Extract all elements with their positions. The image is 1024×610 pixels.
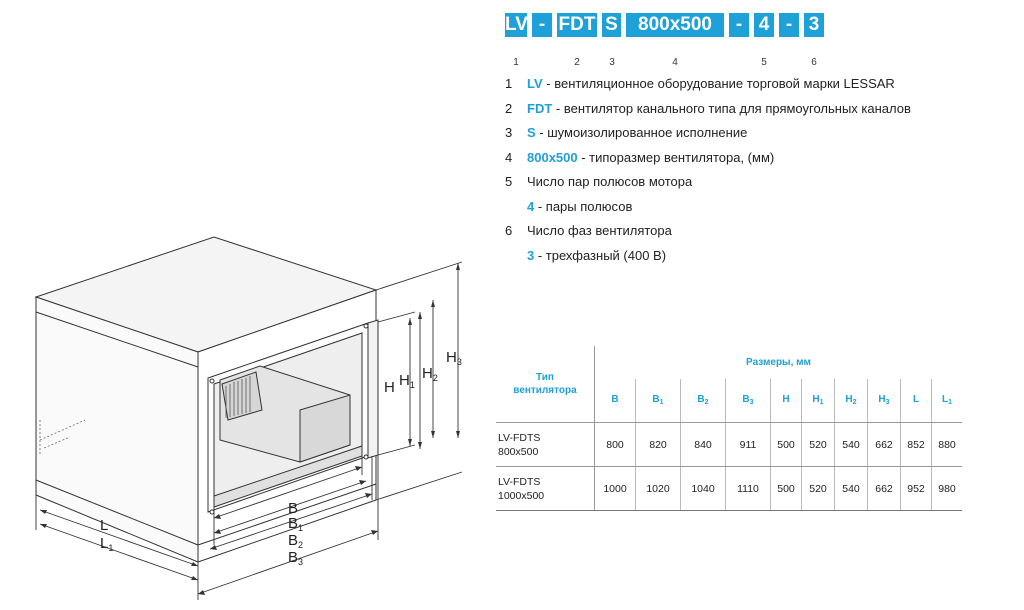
cell: 820	[635, 422, 681, 467]
dim-label-B1: B1	[288, 515, 303, 533]
cell: 662	[867, 466, 901, 511]
cell: 1000	[594, 466, 636, 511]
code-part-size: 800x500	[626, 13, 724, 37]
code-index: 3	[609, 57, 615, 68]
cell: 952	[900, 466, 932, 511]
code-part-fdt: FDT	[557, 13, 597, 37]
code-part-poles: 4	[754, 13, 774, 37]
cell: 1020	[635, 466, 681, 511]
cell: 540	[834, 422, 868, 467]
col-header-H1: H1	[801, 378, 835, 423]
cell: 852	[900, 422, 932, 467]
code-index: 5	[761, 57, 767, 68]
cell: 880	[931, 422, 962, 467]
legend-item: 4 - пары полюсов	[527, 198, 633, 214]
col-header-B1: B1	[635, 378, 681, 423]
cell: 500	[770, 466, 802, 511]
dim-label-H1: H1	[399, 372, 415, 390]
col-header-H3: H3	[867, 378, 901, 423]
code-part-phases: 3	[804, 13, 824, 37]
col-header-H: H	[770, 378, 802, 423]
cell: 840	[680, 422, 726, 467]
code-index: 6	[811, 57, 817, 68]
dim-label-B2: B2	[288, 532, 303, 550]
cell: 662	[867, 422, 901, 467]
code-index: 1	[513, 57, 519, 68]
dim-label-H2: H2	[422, 365, 438, 383]
cell: 800	[594, 422, 636, 467]
dim-label-H: H	[384, 379, 395, 396]
code-part-lv: LV	[505, 13, 528, 37]
code-part-dash: -	[779, 13, 799, 37]
col-header-L: L	[900, 378, 932, 423]
col-header-B3: B3	[725, 378, 771, 423]
col-header-B: B	[594, 378, 636, 423]
dim-label-B: B	[288, 500, 298, 517]
code-part-s: S	[602, 13, 621, 37]
cell: 520	[801, 466, 835, 511]
code-index: 4	[672, 57, 678, 68]
col-header-H2: H2	[834, 378, 868, 423]
cell: 520	[801, 422, 835, 467]
code-part-dash: -	[532, 13, 552, 37]
cell: 980	[931, 466, 962, 511]
cell: 540	[834, 466, 868, 511]
code-index: 2	[574, 57, 580, 68]
code-part-dash: -	[729, 13, 749, 37]
fan-dimension-drawing: L L1 B B1 B2 B3 H H1 H2 H3	[34, 236, 463, 600]
dim-label-L1: L1	[100, 535, 113, 553]
dim-label-H3: H3	[446, 349, 462, 367]
dimensions-group-header: Размеры, мм	[746, 356, 811, 368]
col-header-B2: B2	[680, 378, 726, 423]
col-header-L1: L1	[931, 378, 962, 423]
dim-label-B3: B3	[288, 549, 303, 567]
cell: 911	[725, 422, 771, 467]
dim-label-L: L	[100, 517, 108, 534]
cell: 500	[770, 422, 802, 467]
cell: 1040	[680, 466, 726, 511]
cell: 1110	[725, 466, 771, 511]
legend-item: 3 - трехфазный (400 В)	[527, 247, 667, 263]
column-header-row: B B1 B2 B3 H H1 H2 H3 L L1	[496, 378, 962, 423]
